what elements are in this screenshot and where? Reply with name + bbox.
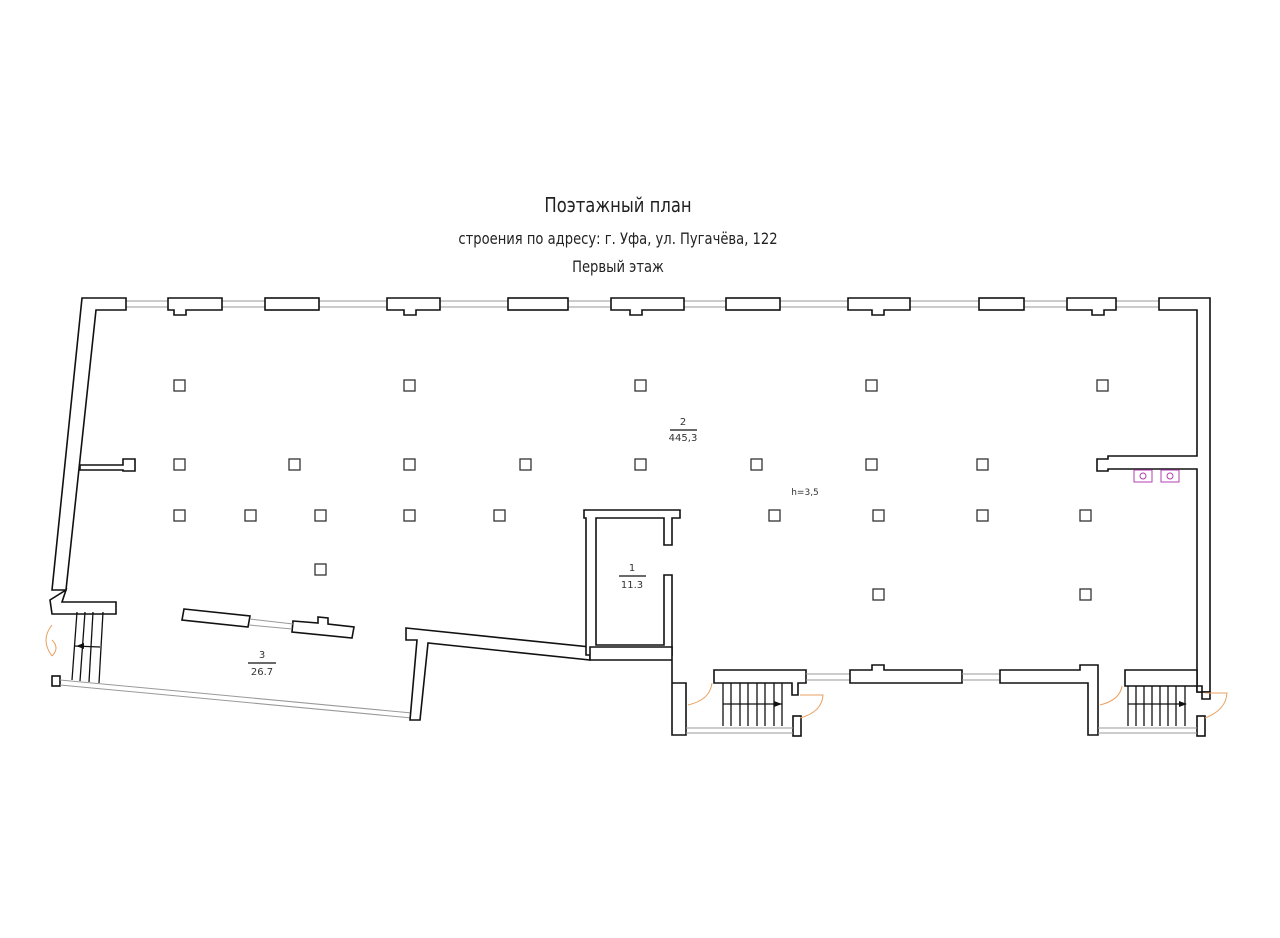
- room-3-number: 3: [259, 650, 265, 661]
- sink-icons: [1133, 469, 1180, 483]
- column: [173, 458, 186, 471]
- room-3-walls: [45, 588, 591, 721]
- room-2-label: 2 445,3: [669, 417, 698, 444]
- bottom-wall: [589, 646, 1228, 737]
- column: [173, 379, 186, 392]
- room-2-area: 445,3: [669, 433, 698, 444]
- column: [403, 458, 416, 471]
- top-wall-piers: [51, 297, 1211, 693]
- room-1-walls: [583, 509, 681, 656]
- column: [314, 563, 327, 576]
- plan-title: Поэтажный план: [544, 193, 692, 217]
- column: [519, 458, 532, 471]
- column: [1079, 509, 1092, 522]
- columns: [173, 379, 1109, 601]
- column: [634, 458, 647, 471]
- column: [493, 509, 506, 522]
- room-2-number: 2: [680, 417, 686, 428]
- column: [865, 379, 878, 392]
- room-3-label: 3 26.7: [248, 650, 276, 678]
- column: [865, 458, 878, 471]
- column: [750, 458, 763, 471]
- column: [288, 458, 301, 471]
- column: [768, 509, 781, 522]
- room-1-label: 1 11.3: [619, 563, 646, 591]
- column: [244, 509, 257, 522]
- column: [403, 509, 416, 522]
- column: [872, 509, 885, 522]
- column: [1079, 588, 1092, 601]
- column: [634, 379, 647, 392]
- room-3-area: 26.7: [251, 667, 273, 678]
- column: [976, 458, 989, 471]
- plan-address: строения по адресу: г. Уфа, ул. Пугачёва…: [458, 229, 778, 248]
- plan-floor: Первый этаж: [572, 257, 664, 276]
- column: [976, 509, 989, 522]
- column: [314, 509, 327, 522]
- left-partition: [79, 458, 136, 472]
- column: [1096, 379, 1109, 392]
- column: [403, 379, 416, 392]
- ceiling-height: h=3,5: [791, 488, 819, 498]
- column: [872, 588, 885, 601]
- room-1-area: 11.3: [621, 580, 643, 591]
- column: [173, 509, 186, 522]
- room-1-number: 1: [629, 563, 635, 574]
